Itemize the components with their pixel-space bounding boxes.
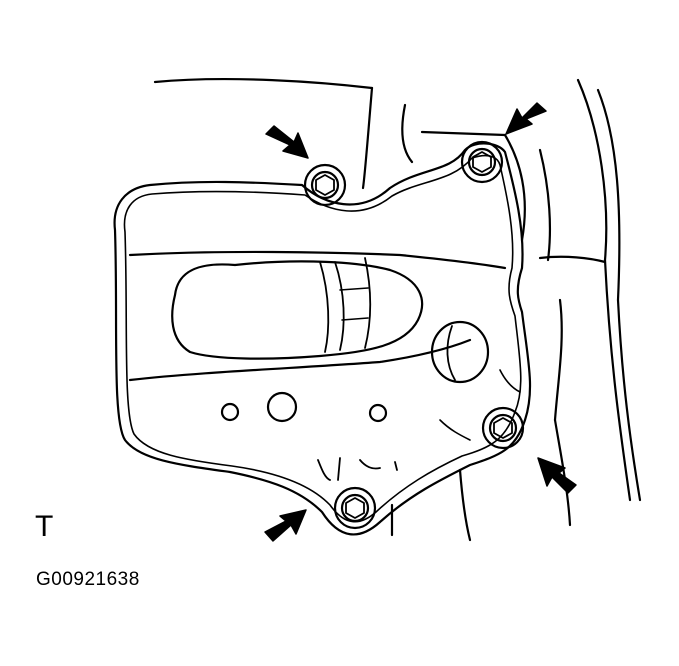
small-hole-left bbox=[220, 402, 240, 422]
arrow-bottom bbox=[264, 509, 307, 542]
view-code-label: T bbox=[35, 510, 54, 543]
shift-shaft bbox=[319, 261, 330, 353]
upper-rib bbox=[128, 250, 507, 270]
figure-id-label: G00921638 bbox=[36, 569, 140, 590]
dowel-hole-center bbox=[266, 391, 298, 423]
arrow-top-left bbox=[265, 125, 309, 159]
arrow-bottom-right bbox=[537, 457, 577, 494]
small-hole-right bbox=[368, 403, 388, 423]
inspection-port bbox=[430, 320, 490, 384]
lower-rib bbox=[128, 338, 472, 382]
drain-notch bbox=[317, 457, 398, 481]
cover-plate-outer-outline bbox=[113, 142, 532, 536]
arrow-top-right bbox=[505, 102, 547, 135]
cover-plate bbox=[113, 142, 532, 536]
cover-plate-inner-outline bbox=[123, 154, 522, 523]
bolt-top-left bbox=[303, 163, 347, 207]
engine-block-contour bbox=[153, 78, 642, 542]
bolt-bottom-right bbox=[481, 406, 525, 450]
bolt-top-right bbox=[460, 140, 504, 184]
bolt-bottom bbox=[333, 486, 377, 530]
oval-opening bbox=[171, 257, 424, 360]
